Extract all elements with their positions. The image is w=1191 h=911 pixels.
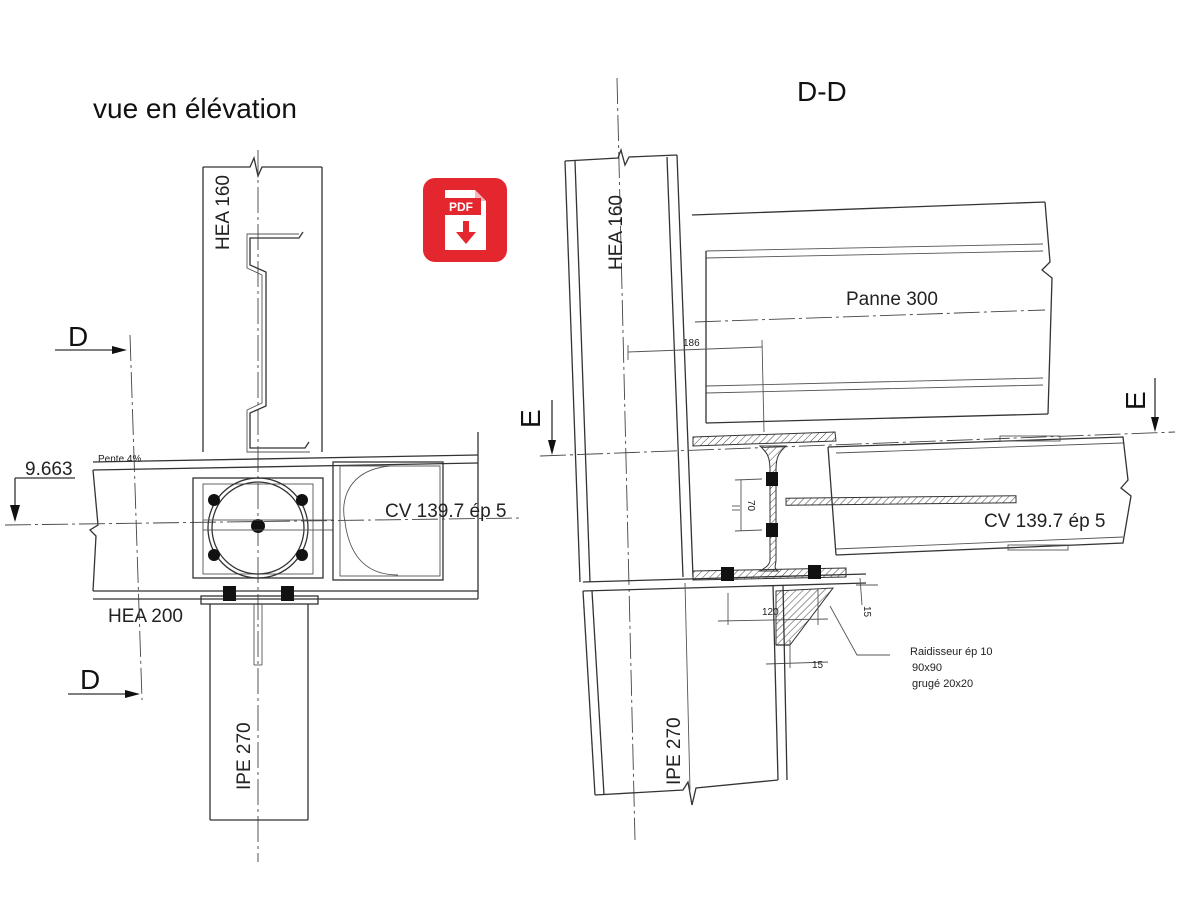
- section-dim-120: 120: [717, 590, 829, 625]
- section-purlin-label: Panne 300: [846, 289, 938, 310]
- elevation-title: vue en élévation: [93, 93, 297, 124]
- section-dim-15-vertical: 15: [856, 577, 878, 618]
- pdf-download-icon: [456, 221, 476, 244]
- section-hea160-label: HEA 160: [606, 195, 627, 270]
- section-dim-15-horizontal-value: 15: [812, 660, 824, 671]
- elevation-level-marker: 9.663: [10, 459, 75, 522]
- elevation-tube-label: CV 139.7 ép 5: [385, 501, 506, 522]
- elevation-lower-column: IPE 270: [209, 604, 309, 821]
- elevation-tube-circle: [207, 477, 309, 579]
- pdf-download-button[interactable]: PDF: [423, 178, 507, 262]
- section-dd-view: D-D HEA 160 Panne 300: [515, 76, 1176, 841]
- section-purlin: Panne 300: [691, 201, 1053, 424]
- elevation-slope-label: Pente 4%: [98, 454, 141, 465]
- pdf-badge-label: PDF: [449, 200, 473, 214]
- section-mark-e-left-label: E: [515, 409, 546, 428]
- section-dim-70-value: 70: [745, 500, 756, 512]
- stiffener-note-line3: grugé 20x20: [912, 678, 973, 690]
- section-dim-186: 186: [627, 338, 765, 433]
- elevation-section-mark-top: D: [55, 321, 127, 354]
- section-mark-e-right-label: E: [1120, 391, 1151, 410]
- elevation-z-purlin: [249, 231, 310, 449]
- elevation-upper-column: HEA 160: [202, 155, 323, 452]
- elevation-section-mark-bottom: D: [68, 664, 140, 698]
- section-mark-e-left: E: [515, 400, 556, 455]
- elevation-tube: CV 139.7 ép 5: [332, 461, 506, 581]
- section-stiffener-note: Raidisseur ép 10 90x90 grugé 20x20: [910, 646, 993, 690]
- elevation-level-value: 9.663: [25, 459, 73, 480]
- section-dim-186-value: 186: [683, 338, 700, 349]
- section-dim-15-horizontal: 15: [765, 640, 829, 671]
- elevation-hea160-label: HEA 160: [213, 175, 234, 250]
- section-mark-e-right: E: [1120, 378, 1159, 432]
- elevation-view: vue en élévation HEA 160 Pente 4% HEA 20…: [4, 93, 521, 862]
- section-dd-title: D-D: [797, 76, 847, 107]
- section-mark-d-bottom: D: [80, 664, 100, 695]
- section-mark-d-top: D: [68, 321, 88, 352]
- stiffener-note-line2: 90x90: [912, 662, 942, 674]
- section-ipe270-label: IPE 270: [664, 717, 685, 785]
- section-tube-label: CV 139.7 ép 5: [984, 511, 1105, 532]
- section-upper-column: HEA 160: [564, 147, 694, 583]
- stiffener-note-line1: Raidisseur ép 10: [910, 646, 993, 658]
- section-tube: CV 139.7 ép 5: [827, 435, 1132, 556]
- section-dim-120-value: 120: [762, 607, 779, 618]
- section-dim-15-vertical-value: 15: [861, 606, 872, 618]
- section-dim-70: 70: [732, 478, 763, 532]
- elevation-hea200-label: HEA 200: [108, 606, 183, 627]
- section-lower-column: IPE 270: [582, 582, 788, 806]
- elevation-ipe270-label: IPE 270: [234, 722, 255, 790]
